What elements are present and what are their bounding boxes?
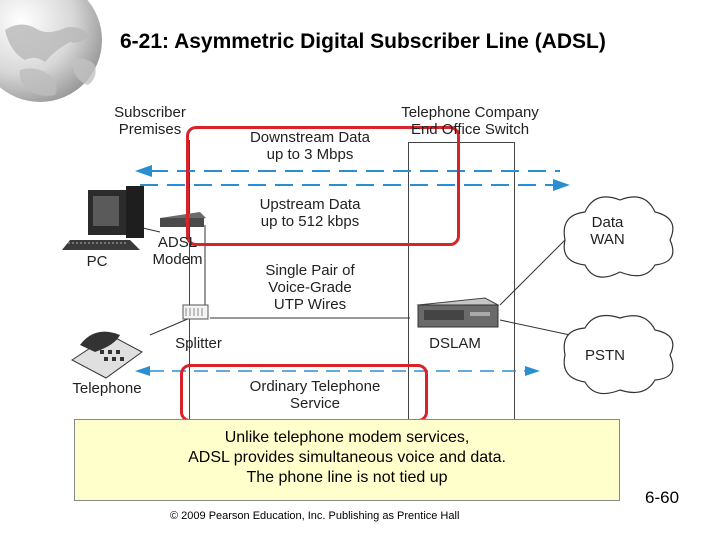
globe-logo: [0, 0, 102, 102]
telephone-icon: [71, 331, 143, 379]
dslam-label: DSLAM: [429, 335, 481, 352]
data-wan-cloud-shape: [563, 196, 674, 278]
callout-box: Unlike telephone modem services, ADSL pr…: [74, 419, 620, 501]
callout-line-2: ADSL provides simultaneous voice and dat…: [188, 449, 506, 466]
slide-title: 6-21: Asymmetric Digital Subscriber Line…: [120, 30, 606, 53]
telephone-label: Telephone: [72, 380, 142, 397]
pc-icon: [62, 186, 144, 250]
premises-boundary: [189, 140, 190, 420]
splitter-label: Splitter: [175, 335, 222, 352]
pstn-label: PSTN: [584, 347, 625, 364]
copyright-text: © 2009 Pearson Education, Inc. Publishin…: [170, 510, 460, 522]
diagram-area: [55, 100, 575, 410]
callout-line-1: Unlike telephone modem services,: [224, 429, 470, 446]
callout-line-3: The phone line is not tied up: [246, 469, 448, 486]
slide-number: 6-60: [645, 488, 680, 507]
data-highlight-box: [186, 126, 460, 246]
pstn-cloud-shape: [563, 315, 674, 395]
pc-label: PC: [86, 253, 108, 270]
dslam-icon: [416, 297, 500, 328]
splitter-icon: [182, 304, 209, 320]
